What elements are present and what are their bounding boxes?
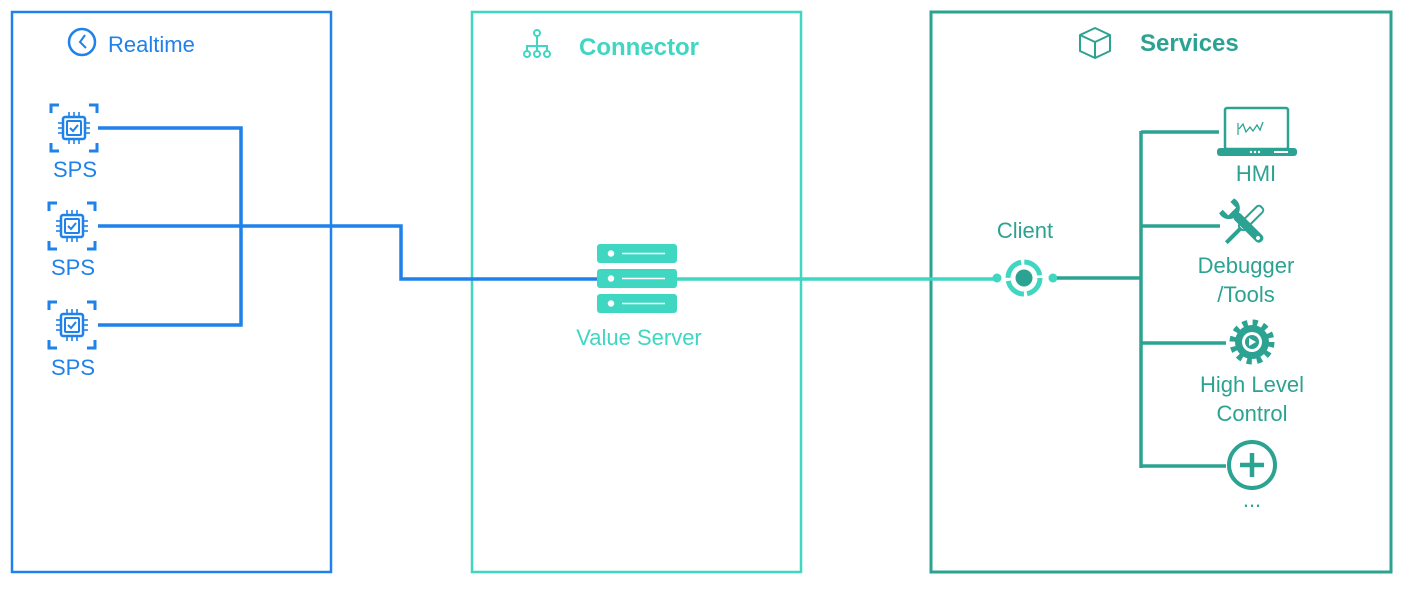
chip-icon xyxy=(47,300,97,350)
high-level-label: High Level xyxy=(1200,372,1304,397)
services-panel xyxy=(929,10,1393,574)
chip-icon xyxy=(49,103,99,153)
debugger-label: Debugger xyxy=(1198,253,1295,278)
connector-panel xyxy=(470,10,803,574)
more-label: ... xyxy=(1243,487,1261,512)
realtime-title: Realtime xyxy=(108,32,195,57)
laptop-chart-icon xyxy=(1217,106,1297,156)
connector-title: Connector xyxy=(579,34,699,61)
services-bus xyxy=(1057,130,1226,468)
chip-icon xyxy=(47,201,97,251)
server-icon xyxy=(597,244,677,313)
cube-icon xyxy=(1079,27,1111,59)
sps-label: SPS xyxy=(53,157,97,182)
control-label: Control xyxy=(1217,401,1288,426)
client-label: Client xyxy=(997,218,1053,243)
sps-label: SPS xyxy=(51,355,95,380)
tools-icon xyxy=(1219,198,1265,245)
network-tree-icon xyxy=(523,29,551,58)
plus-circle-icon xyxy=(1227,440,1277,490)
value-server-label: Value Server xyxy=(576,325,702,350)
realtime-panel xyxy=(10,10,333,574)
tools-label: /Tools xyxy=(1217,282,1274,307)
realtime-bus xyxy=(98,126,597,327)
client-node-icon xyxy=(992,259,1058,297)
hmi-label: HMI xyxy=(1236,161,1276,186)
clock-icon xyxy=(67,27,97,57)
sps-label: SPS xyxy=(51,255,95,280)
gear-play-icon xyxy=(1229,319,1275,365)
services-title: Services xyxy=(1140,30,1239,57)
